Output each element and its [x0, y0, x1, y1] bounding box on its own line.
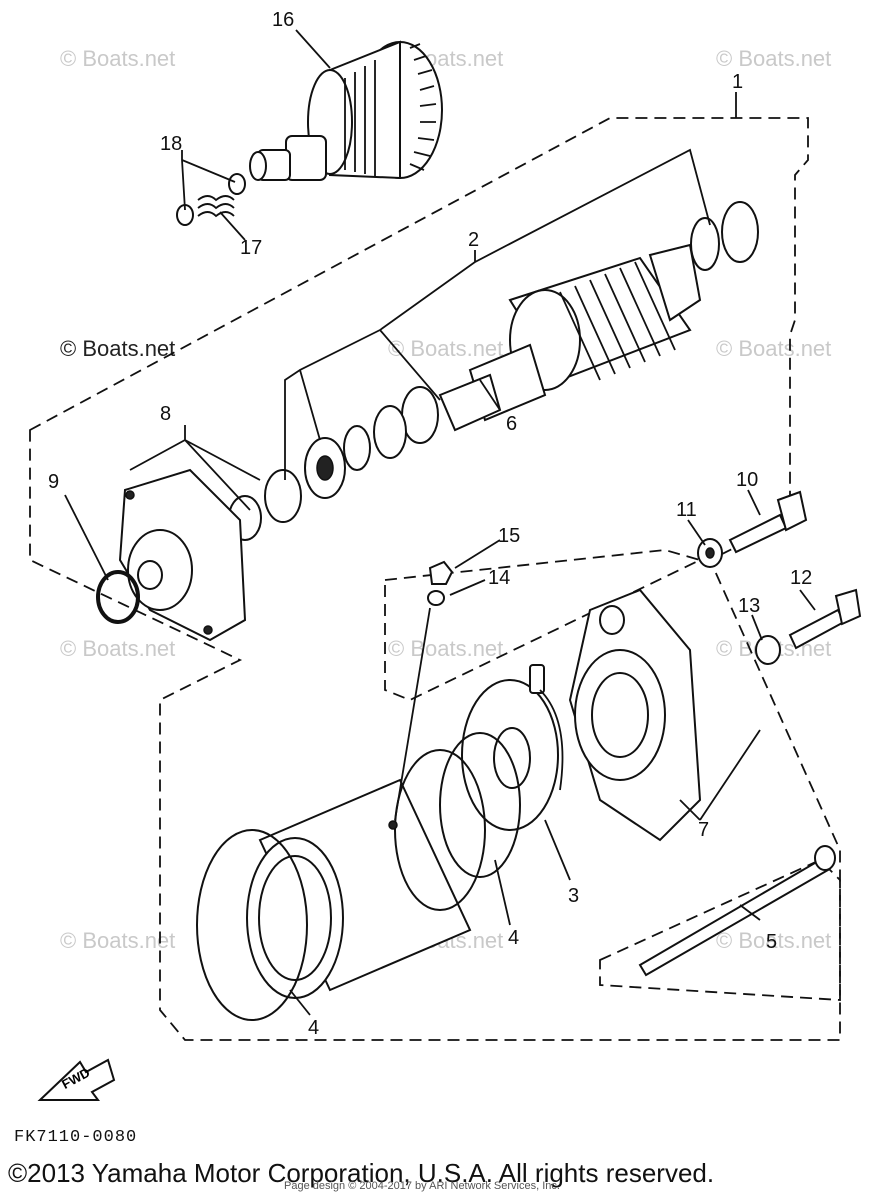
- watermark: © Boats.net: [388, 336, 504, 361]
- yoke: [246, 732, 521, 999]
- callout-6: 6: [506, 413, 517, 435]
- rear-cover: [568, 588, 702, 842]
- callout-7: 7: [698, 819, 709, 841]
- watermark: © Boats.net: [716, 928, 832, 953]
- o-ring: [96, 570, 140, 624]
- callout-4: 4: [308, 1017, 319, 1039]
- armature: [438, 243, 702, 432]
- front-cover: [118, 468, 247, 642]
- callout-17: 17: [240, 237, 262, 259]
- brush-plate: [461, 664, 564, 831]
- leader-lines: [64, 29, 816, 1016]
- callout-12: 12: [790, 567, 812, 589]
- through-bolt: [638, 845, 836, 977]
- nuts-and-washers: [427, 538, 723, 606]
- watermark: © Boats.net: [716, 336, 832, 361]
- watermark: © Boats.net: [716, 46, 832, 71]
- callout-11: 11: [676, 499, 697, 521]
- hardware-group-outline: [384, 549, 703, 701]
- callout-9: 9: [48, 471, 59, 493]
- callout-8: 8: [160, 403, 171, 425]
- callout-15: 15: [498, 525, 520, 547]
- gasket: [196, 829, 308, 1021]
- callout-14: 14: [488, 567, 510, 589]
- callout-5: 5: [766, 931, 777, 953]
- fwd-arrow-icon: FWD: [37, 1058, 116, 1101]
- bolts: [728, 490, 862, 665]
- callout-16: 16: [272, 9, 294, 31]
- callout-1: 1: [732, 71, 743, 93]
- callout-10: 10: [736, 469, 758, 491]
- callout-2: 2: [468, 229, 479, 251]
- bolt-group-outline: [599, 858, 841, 1001]
- watermark: © Boats.net: [60, 928, 176, 953]
- callout-4: 4: [508, 927, 519, 949]
- page-design-notice: Page design © 2004-2017 by ARI Network S…: [284, 1180, 560, 1192]
- watermark: © Boats.net: [60, 336, 176, 361]
- watermark: © Boats.net: [388, 636, 504, 661]
- diagram-code: FK7110-0080: [14, 1128, 138, 1147]
- watermark: © Boats.net: [60, 46, 176, 71]
- callout-3: 3: [568, 885, 579, 907]
- callout-13: 13: [738, 595, 760, 617]
- starter-drive: [249, 40, 443, 181]
- spring-and-washers: [176, 173, 246, 226]
- watermark: © Boats.net: [60, 636, 176, 661]
- thrust-washers: [228, 201, 759, 541]
- callout-18: 18: [160, 133, 182, 155]
- copyright-notice: ©2013 Yamaha Motor Corporation, U.S.A. A…: [8, 1158, 715, 1188]
